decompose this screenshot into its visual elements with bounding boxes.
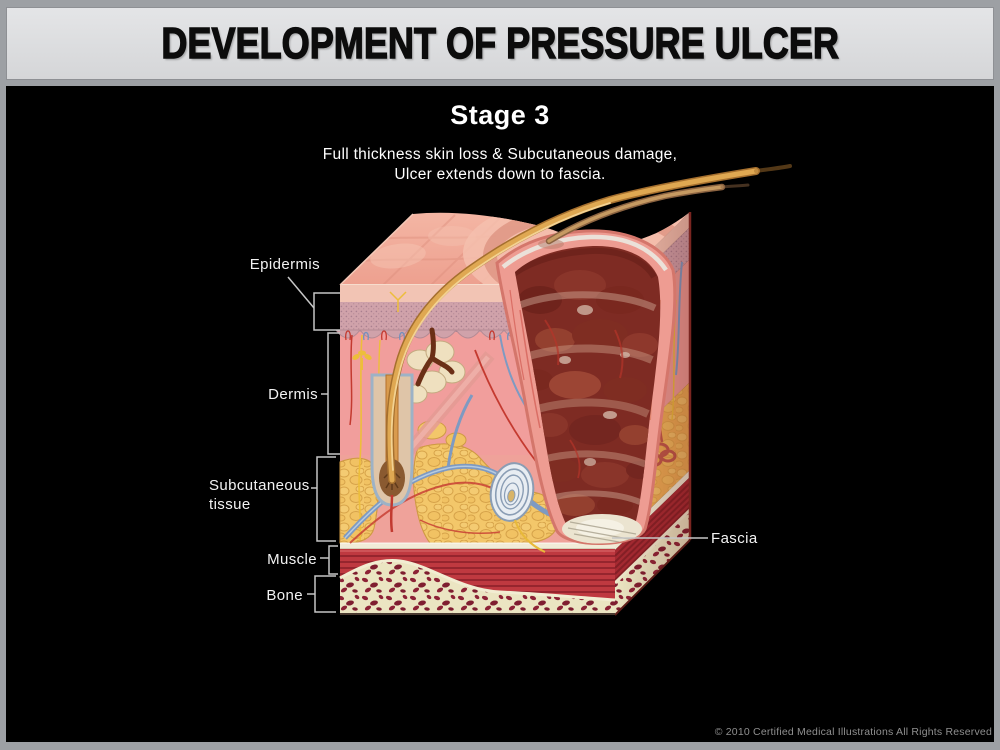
- label-subcutaneous-tissue: Subcutaneous tissue: [209, 476, 310, 514]
- stage-heading: Stage 3 Full thickness skin loss & Subcu…: [0, 100, 1000, 184]
- stage-description-line1: Full thickness skin loss & Subcutaneous …: [322, 146, 678, 163]
- label-epidermis: Epidermis: [249, 256, 320, 273]
- label-dermis: Dermis: [268, 386, 318, 403]
- stage-description: Full thickness skin loss & Subcutaneous …: [0, 145, 1000, 184]
- label-fascia: Fascia: [711, 530, 758, 547]
- stage-title: Stage 3: [450, 100, 550, 130]
- copyright-notice: © 2010 Certified Medical Illustrations A…: [714, 726, 992, 738]
- label-subcutaneous-line2: tissue: [209, 496, 251, 513]
- label-muscle: Muscle: [267, 551, 317, 568]
- label-subcutaneous-line1: Subcutaneous: [209, 477, 310, 494]
- label-bone: Bone: [266, 587, 303, 604]
- illustration-panel: [6, 86, 994, 742]
- title-bar: DEVELOPMENT OF PRESSURE ULCER: [6, 7, 994, 80]
- page-title: DEVELOPMENT OF PRESSURE ULCER: [161, 18, 840, 68]
- stage-description-line2: Ulcer extends down to fascia.: [394, 165, 606, 183]
